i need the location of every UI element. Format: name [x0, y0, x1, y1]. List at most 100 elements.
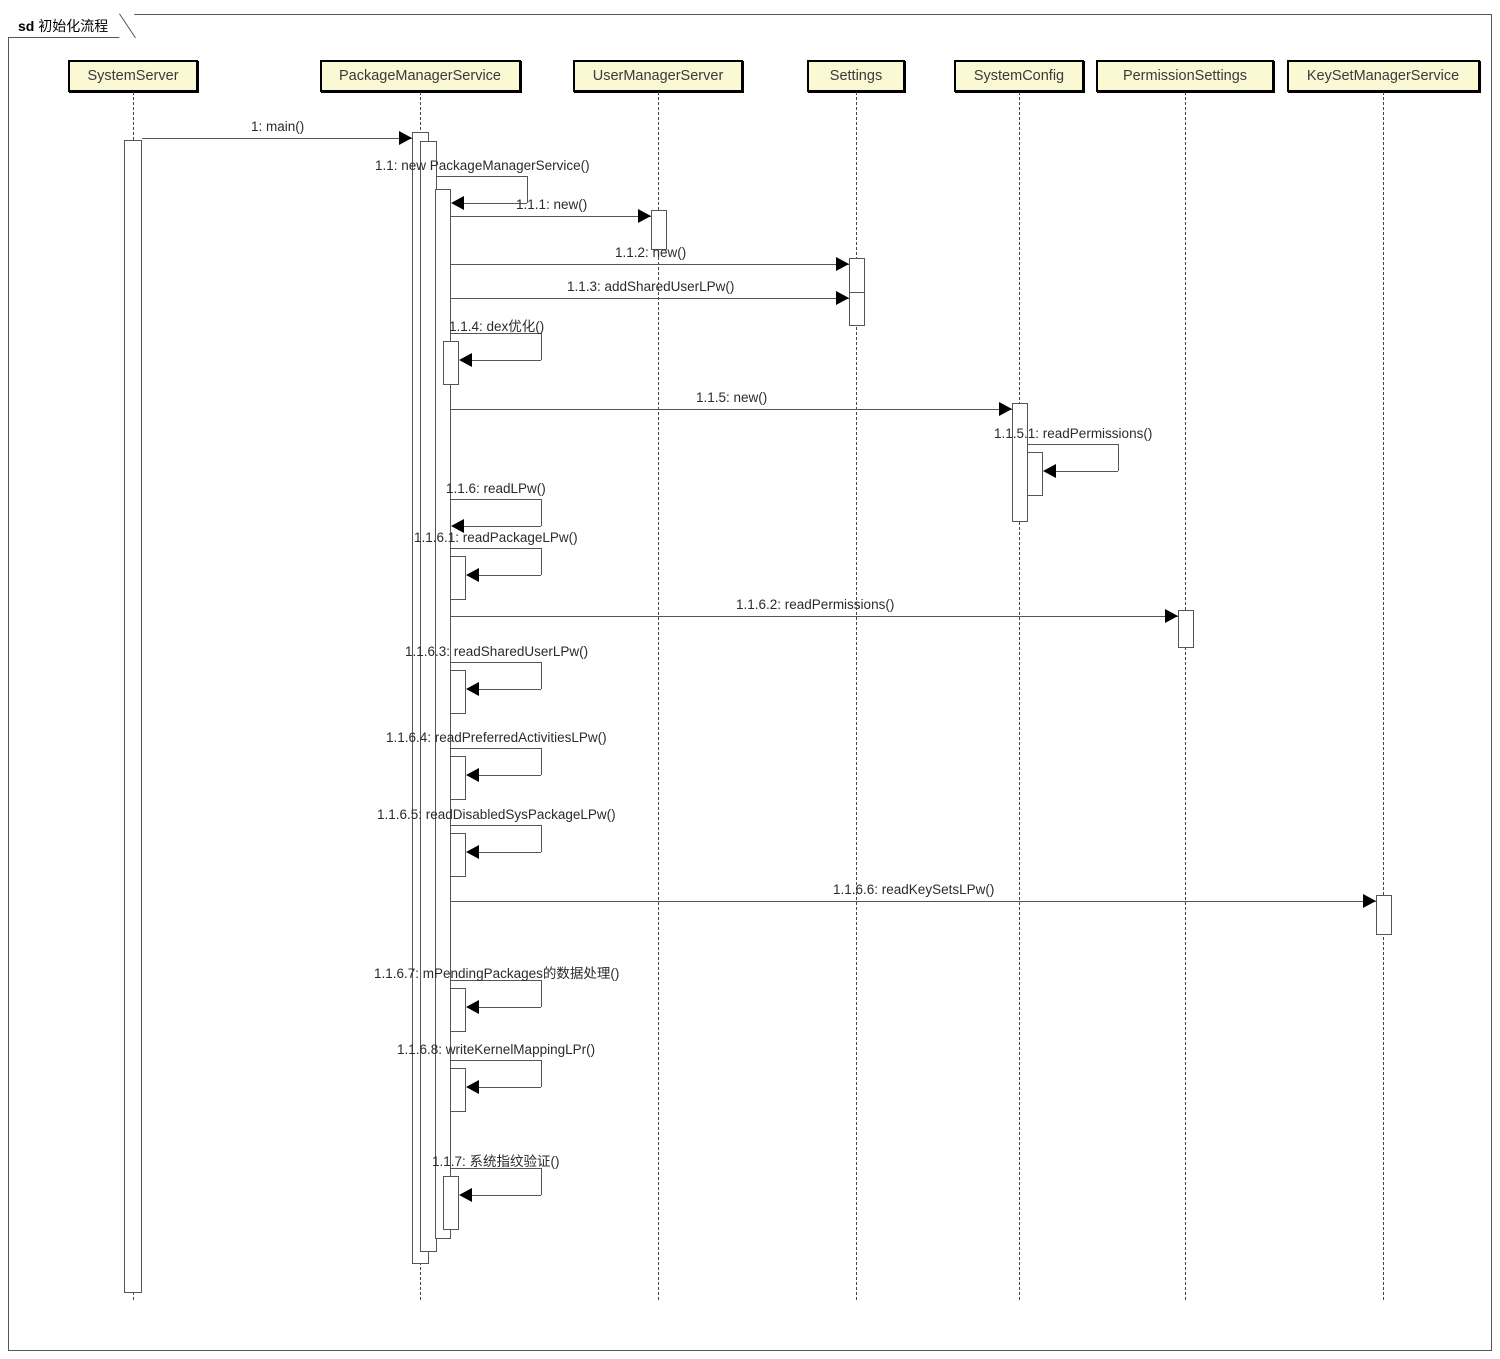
message-line-1.1.1: [451, 216, 651, 217]
lifeline-line-keysetmanager: [1383, 92, 1384, 1300]
message-label-1.1.1: 1.1.1: new(): [516, 197, 588, 212]
message-label-1.1.6.7: 1.1.6.7: mPendingPackages的数据处理(): [374, 966, 620, 981]
activation-bar-act-systemconfig: [1012, 403, 1028, 522]
lifeline-label: PackageManagerService: [338, 68, 501, 84]
activation-bar-act-pms-self-1-1-4: [443, 341, 459, 385]
message-label-1.1.6.4: 1.1.6.4: readPreferredActivitiesLPw(): [386, 730, 607, 745]
self-call-bottom-1.1.6: [463, 526, 541, 527]
message-label-1.1.6.8: 1.1.6.8: writeKernelMappingLPr(): [397, 1042, 596, 1057]
self-call-right-1.1: [527, 176, 528, 203]
self-call-bottom-1.1.6.4: [478, 775, 541, 776]
activation-bar-act-pms-readlpw: [435, 189, 451, 1239]
activation-bar-act-pms-self-1-1-6-3: [450, 670, 466, 714]
self-call-right-1.1.6.3: [541, 662, 542, 689]
message-label-1.1: 1.1: new PackageManagerService(): [375, 158, 590, 173]
self-call-bottom-1.1.6.5: [478, 852, 541, 853]
message-label-1: 1: main(): [251, 119, 305, 134]
self-call-bottom-1.1.4: [471, 360, 541, 361]
lifeline-head-systemconfig[interactable]: SystemConfig: [954, 60, 1084, 92]
message-line-1.1.5: [451, 409, 1012, 410]
activation-bar-act-pms-self-1-1-6-7: [450, 988, 466, 1032]
lifeline-head-systemserver[interactable]: SystemServer: [68, 60, 198, 92]
message-label-1.1.5.1: 1.1.5.1: readPermissions(): [994, 426, 1153, 441]
arrowhead-1.1.5.1: [1043, 464, 1056, 478]
self-call-right-1.1.4: [541, 333, 542, 360]
lifeline-head-keysetmanager[interactable]: KeySetManagerService: [1286, 60, 1480, 92]
lifeline-label: UserManagerServer: [592, 68, 724, 84]
arrowhead-1.1.7: [459, 1188, 472, 1202]
arrowhead-1.1.6.4: [466, 768, 479, 782]
arrowhead-1.1.6.7: [466, 1000, 479, 1014]
message-label-1.1.7: 1.1.7: 系统指纹验证(): [432, 1154, 560, 1169]
activation-bar-act-pms-self-1-1-6-5: [450, 833, 466, 877]
self-call-bottom-1.1.6.8: [478, 1087, 541, 1088]
self-call-bottom-1.1.6.7: [478, 1007, 541, 1008]
message-label-1.1.2: 1.1.2: new(): [615, 245, 687, 260]
activation-bar-act-systemconfig-self: [1027, 452, 1043, 496]
self-call-top-1.1.6: [451, 499, 541, 500]
self-call-right-1.1.6.5: [541, 825, 542, 852]
frame-keyword: sd: [18, 18, 35, 34]
lifeline-label: SystemConfig: [973, 68, 1065, 84]
self-call-bottom-1.1.6.1: [478, 575, 541, 576]
message-line-1.1.2: [451, 264, 849, 265]
self-call-top-1.1.7: [451, 1168, 541, 1169]
arrowhead-1.1.6: [451, 519, 464, 533]
self-call-right-1.1.6.1: [541, 548, 542, 575]
message-line-1.1.6.2: [451, 616, 1178, 617]
arrowhead-1.1.5: [999, 402, 1012, 416]
arrowhead-1.1.6.5: [466, 845, 479, 859]
self-call-top-1.1.6.4: [451, 748, 541, 749]
self-call-bottom-1.1.6.3: [478, 689, 541, 690]
arrowhead-1.1: [451, 196, 464, 210]
lifeline-line-usermanager: [658, 92, 659, 1300]
self-call-right-1.1.6.4: [541, 748, 542, 775]
arrowhead-1: [399, 131, 412, 145]
message-label-1.1.6: 1.1.6: readLPw(): [446, 481, 546, 496]
lifeline-label: Settings: [829, 68, 883, 84]
activation-bar-act-pms-self-1-1-6-1: [450, 556, 466, 600]
arrowhead-1.1.4: [459, 353, 472, 367]
lifeline-label: KeySetManagerService: [1306, 68, 1460, 84]
self-call-right-1.1.5.1: [1118, 444, 1119, 471]
message-label-1.1.5: 1.1.5: new(): [696, 390, 768, 405]
lifeline-label: PermissionSettings: [1122, 68, 1248, 84]
lifeline-label: SystemServer: [87, 68, 179, 84]
arrowhead-1.1.3: [836, 291, 849, 305]
arrowhead-1.1.2: [836, 257, 849, 271]
message-label-1.1.6.2: 1.1.6.2: readPermissions(): [736, 597, 895, 612]
message-line-1.1.6.6: [451, 901, 1376, 902]
lifeline-head-settings[interactable]: Settings: [807, 60, 905, 92]
lifeline-head-packagemanager[interactable]: PackageManagerService: [319, 60, 521, 92]
activation-bar-act-pms-self-1-1-7: [443, 1176, 459, 1230]
self-call-top-1.1.6.5: [451, 825, 541, 826]
self-call-right-1.1.6: [541, 499, 542, 526]
self-call-right-1.1.6.7: [541, 980, 542, 1007]
arrowhead-1.1.6.6: [1363, 894, 1376, 908]
arrowhead-1.1.6.8: [466, 1080, 479, 1094]
lifeline-head-usermanager[interactable]: UserManagerServer: [573, 60, 743, 92]
message-label-1.1.3: 1.1.3: addSharedUserLPw(): [567, 279, 735, 294]
frame-label: sd 初始化流程: [8, 14, 136, 38]
frame-name: 初始化流程: [38, 18, 109, 34]
self-call-top-1.1.5.1: [1028, 444, 1118, 445]
self-call-top-1.1: [437, 176, 527, 177]
activation-bar-act-settings-1: [849, 258, 865, 293]
activation-bar-act-systemserver: [124, 140, 142, 1293]
message-line-1: [142, 138, 412, 139]
self-call-top-1.1.4: [451, 333, 541, 334]
activation-bar-act-pms-self-1-1-6-8: [450, 1068, 466, 1112]
activation-bar-act-permissionsettings: [1178, 610, 1194, 648]
message-label-1.1.6.6: 1.1.6.6: readKeySetsLPw(): [833, 882, 995, 897]
self-call-bottom-1.1.5.1: [1055, 471, 1118, 472]
diagram-frame: [8, 14, 1492, 1351]
message-label-1.1.4: 1.1.4: dex优化(): [449, 319, 545, 334]
message-label-1.1.6.3: 1.1.6.3: readSharedUserLPw(): [405, 644, 589, 659]
message-label-1.1.6.5: 1.1.6.5: readDisabledSysPackageLPw(): [377, 807, 616, 822]
self-call-right-1.1.6.8: [541, 1060, 542, 1087]
arrowhead-1.1.1: [638, 209, 651, 223]
message-line-1.1.3: [451, 298, 849, 299]
activation-bar-act-keysetmanager: [1376, 895, 1392, 935]
lifeline-head-permissionsettings[interactable]: PermissionSettings: [1096, 60, 1274, 92]
